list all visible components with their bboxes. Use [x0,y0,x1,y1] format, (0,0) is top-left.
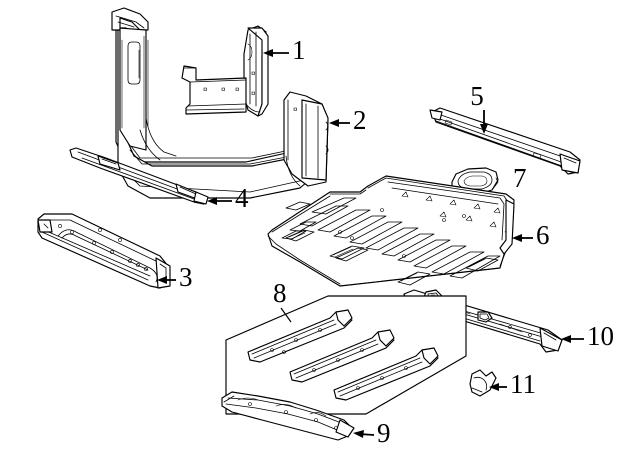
part-4-inner-rocker-bar[interactable] [69,147,209,205]
part-1-hinge-pillar-reinforcement[interactable] [181,25,269,117]
callout-10-arrowhead [561,335,571,343]
callout-5[interactable]: 5 [470,81,488,134]
callout-7[interactable]: 7 [513,163,527,193]
callout-2-arrowhead [329,119,339,127]
callout-8-number: 8 [273,278,287,308]
part-5-side-sill-rail[interactable] [429,107,581,175]
callout-8-leader-line [280,307,292,323]
part-3-rear-floor-crossmember[interactable] [37,213,171,289]
callout-9-arrowhead [353,430,364,438]
callout-11-number: 11 [510,369,536,399]
callout-1-number: 1 [292,35,306,65]
callout-6[interactable]: 6 [512,220,550,250]
floor-pan-ribs [299,197,501,279]
callout-10-number: 10 [587,321,614,351]
part-8-rail-b [289,329,395,383]
callout-11-arrowhead [489,383,499,391]
callout-4-arrowhead [207,197,217,205]
callout-1[interactable]: 1 [263,35,306,65]
callout-9[interactable]: 9 [353,418,391,448]
callout-11[interactable]: 11 [489,369,536,399]
part-8-rail-a [247,309,353,363]
callout-6-arrowhead [512,234,522,242]
callout-4[interactable]: 4 [207,183,249,213]
callout-7-number: 7 [513,163,527,193]
callout-2-number: 2 [353,105,367,135]
part-2-rocker-rear-extension[interactable] [283,91,329,187]
callout-5-arrowhead [480,124,488,134]
callout-10[interactable]: 10 [561,321,614,351]
part-11-reinforcement-gusset[interactable] [469,369,497,397]
part-6-floor-pan-assembly[interactable] [267,175,515,287]
callout-6-number: 6 [536,220,550,250]
callout-2[interactable]: 2 [329,105,367,135]
callout-3-number: 3 [179,262,193,292]
part-9-front-floor-support-panel[interactable] [221,391,355,441]
callout-1-arrowhead [263,49,273,57]
callout-5-number: 5 [470,81,484,111]
callout-8[interactable]: 8 [273,278,292,323]
callout-4-number: 4 [235,183,249,213]
callout-9-number: 9 [377,418,391,448]
callout-3-arrowhead [157,276,167,284]
callout-3[interactable]: 3 [157,262,193,292]
part-8-underbody-crossmember-set[interactable] [225,295,467,415]
part-8-rail-c [333,347,439,401]
